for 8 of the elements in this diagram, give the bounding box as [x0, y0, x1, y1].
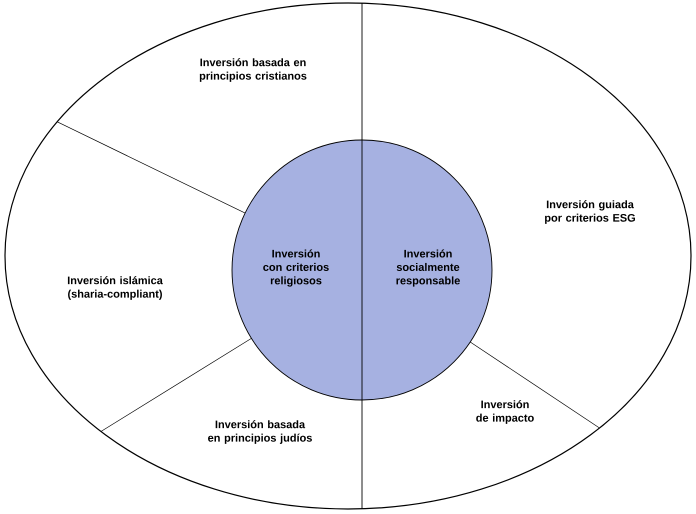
half-disk: Inversión con criterios religiosos [232, 140, 362, 400]
sector-label: Inversión basada en principios judíos [208, 420, 312, 444]
half-disk: Inversión socialmente responsable [362, 140, 492, 400]
sector-label: Inversión guiada por criterios ESG [545, 200, 635, 224]
sector-label: Inversión de impacto [476, 400, 534, 424]
sector-label: Inversión basada en principios cristianos [200, 58, 306, 82]
node-label: Inversión con criterios religiosos [263, 249, 329, 287]
sector-label: Inversión islámica (sharia-compliant) [68, 276, 163, 300]
